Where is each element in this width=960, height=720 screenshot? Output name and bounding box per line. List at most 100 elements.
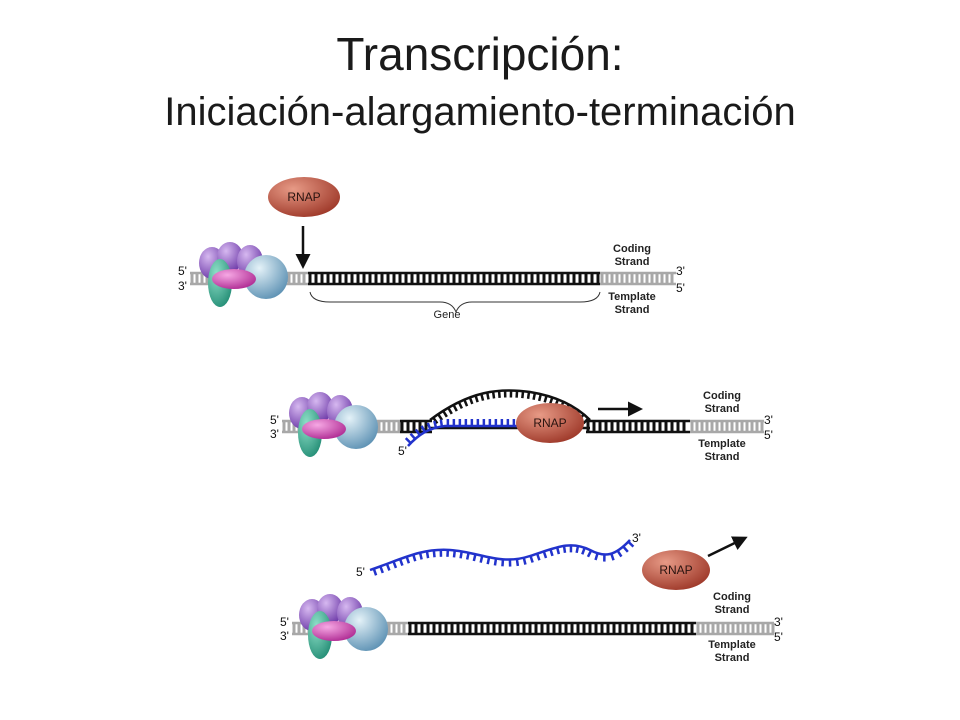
nucleotide-tick <box>412 554 417 562</box>
nucleotide-tick <box>486 557 491 565</box>
nucleotide-tick <box>586 550 593 558</box>
nucleotide-tick <box>447 407 453 415</box>
rnap-label: RNAP <box>659 563 692 577</box>
coding-strand-label-1: Coding <box>703 390 741 402</box>
template-strand-label-1: Template <box>708 639 755 651</box>
nucleotide-tick <box>522 557 527 565</box>
template-strand-label-1: Template <box>608 291 655 303</box>
nucleotide-tick <box>543 395 548 403</box>
nucleotide-tick <box>379 565 384 574</box>
nucleotide-tick <box>463 399 469 407</box>
rnap-label: RNAP <box>287 190 320 204</box>
nucleotide-tick <box>385 563 391 571</box>
five-prime-top: 5' <box>178 264 187 278</box>
nucleotide-tick <box>594 552 599 561</box>
nucleotide-tick <box>497 390 501 398</box>
nucleotide-tick <box>491 391 496 399</box>
nucleotide-tick <box>420 425 426 433</box>
nucleotide-tick <box>472 553 477 562</box>
five-prime-top: 5' <box>280 615 289 629</box>
protein-cluster <box>199 242 288 307</box>
three-prime-bottom: 3' <box>178 279 187 293</box>
nucleotide-tick <box>521 391 525 399</box>
five-prime-bottom: 5' <box>774 630 783 644</box>
protein-cluster <box>299 594 388 659</box>
dna-right-grey <box>690 419 764 434</box>
slide-title: Transcripción: Iniciación-alargamiento-t… <box>0 26 960 138</box>
template-strand-label-2: Strand <box>705 451 740 463</box>
template-strand-label-2: Strand <box>615 304 650 316</box>
nucleotide-tick <box>439 419 444 427</box>
nucleotide-tick <box>581 547 586 555</box>
panel-termination: RNAP 5' 3' 5' 3' 3' 5' Coding Strand Tem… <box>280 531 783 664</box>
rnap-label: RNAP <box>533 416 566 430</box>
gene-brace <box>309 291 601 314</box>
rna-five-prime: 5' <box>398 444 407 458</box>
nucleotide-tick <box>442 410 448 418</box>
nucleotide-tick <box>432 416 439 425</box>
released-rna <box>369 539 635 576</box>
nucleotide-tick <box>529 555 534 563</box>
nucleotide-tick <box>372 568 378 576</box>
panel-initiation: RNAP Gene 5' 3' 3' 5' Coding Strand Temp… <box>178 177 685 321</box>
nucleotide-tick <box>452 404 458 412</box>
five-prime-bottom: 5' <box>764 428 773 442</box>
nucleotide-tick <box>493 558 498 566</box>
nucleotide-tick <box>627 540 635 548</box>
nucleotide-tick <box>610 553 615 561</box>
rnap-enzyme: RNAP <box>516 403 584 443</box>
nucleotide-tick <box>433 420 438 428</box>
nucleotide-tick <box>474 395 479 403</box>
nucleotide-tick <box>405 556 411 564</box>
diagonal-arrow <box>707 536 748 558</box>
nucleotide-tick <box>465 552 470 560</box>
rnap-enzyme: RNAP <box>642 550 710 590</box>
title-line-2: Iniciación-alargamiento-terminación <box>164 90 796 134</box>
coding-strand-label-1: Coding <box>613 243 651 255</box>
nucleotide-tick <box>418 552 423 560</box>
three-prime-top: 3' <box>764 413 773 427</box>
gene-label: Gene <box>434 309 461 321</box>
template-strand-label-1: Template <box>698 438 745 450</box>
protein-cluster <box>289 392 378 457</box>
rnap-enzyme: RNAP <box>268 177 340 217</box>
nucleotide-tick <box>437 413 444 421</box>
nucleotide-tick <box>549 548 554 557</box>
dna-dark-after-bubble <box>586 419 690 434</box>
dna-main-dark <box>308 271 600 286</box>
nucleotide-tick <box>479 555 484 563</box>
five-prime-bottom: 5' <box>676 281 685 295</box>
nucleotide-tick <box>432 550 436 558</box>
nucleotide-tick <box>485 392 490 400</box>
three-prime-bottom: 3' <box>270 427 279 441</box>
nucleotide-tick <box>452 550 457 558</box>
nucleotide-tick <box>616 550 623 558</box>
nucleotide-tick <box>409 432 417 440</box>
nucleotide-tick <box>622 545 629 553</box>
coding-strand-label-2: Strand <box>715 604 750 616</box>
nucleotide-tick <box>555 546 561 555</box>
panel-elongation: RNAP 5' 3' 5' 3' 5' Coding Strand Templa… <box>270 389 773 463</box>
nucleotide-tick <box>548 396 554 405</box>
nucleotide-tick <box>414 428 421 436</box>
dna-main-dark <box>408 621 696 636</box>
nucleotide-tick <box>457 401 464 409</box>
nucleotide-tick <box>480 393 485 401</box>
coding-strand-label-2: Strand <box>705 403 740 415</box>
nucleotide-tick <box>535 553 541 561</box>
nucleotide-tick <box>392 560 398 569</box>
three-prime-top: 3' <box>774 615 783 629</box>
nucleotide-tick <box>404 437 412 444</box>
three-prime-top: 3' <box>676 264 685 278</box>
nucleotide-tick <box>582 417 590 425</box>
nucleotide-tick <box>459 551 463 559</box>
dna-right-grey <box>696 621 775 636</box>
nucleotide-tick <box>526 391 531 399</box>
nucleotide-tick <box>537 393 542 402</box>
rna-five-prime: 5' <box>356 565 365 579</box>
nucleotide-tick <box>542 550 548 559</box>
coding-strand-label-2: Strand <box>615 256 650 268</box>
coding-strand-label-1: Coding <box>713 591 751 603</box>
nucleotide-tick <box>426 422 432 430</box>
